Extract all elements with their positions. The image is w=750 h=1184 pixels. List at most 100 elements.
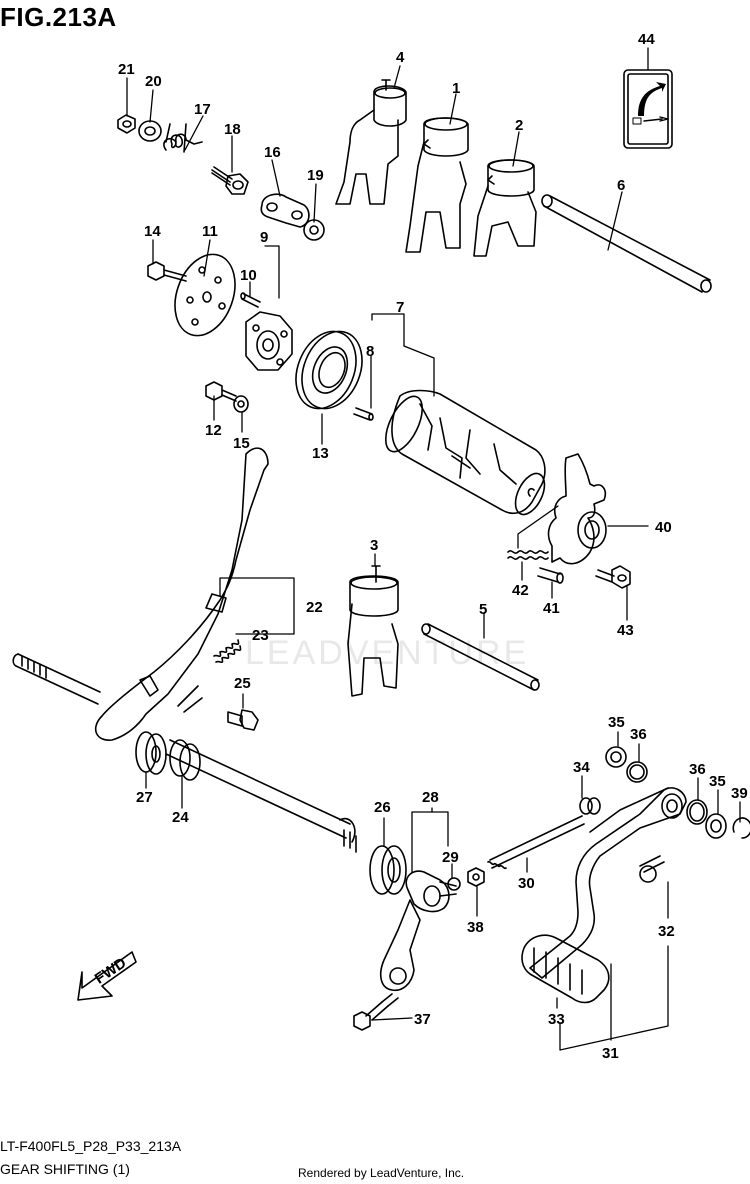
callout-8: 8 — [366, 343, 374, 360]
bearing-26 — [369, 845, 407, 895]
callout-35a: 35 — [608, 714, 625, 731]
cam-stopper-arm-40 — [547, 453, 607, 565]
callout-22: 22 — [306, 599, 323, 616]
bolt-32 — [639, 855, 665, 883]
callout-16: 16 — [264, 144, 281, 161]
callout-32: 32 — [658, 923, 675, 940]
spring-23 — [213, 639, 242, 664]
callout-18: 18 — [224, 121, 241, 138]
fwd-arrow-icon: FWD — [77, 951, 137, 1001]
callout-23: 23 — [252, 627, 269, 644]
callout-5: 5 — [479, 601, 487, 618]
bolt-18 — [211, 166, 249, 195]
shift-fork-3 — [347, 565, 399, 697]
spring-17 — [163, 123, 203, 153]
washer-15 — [233, 395, 249, 413]
callout-15: 15 — [233, 435, 250, 452]
leader-lines — [126, 47, 741, 1051]
washer-20 — [138, 120, 162, 142]
pin-8 — [353, 407, 374, 421]
pin-41 — [537, 567, 564, 584]
callout-4: 4 — [396, 49, 405, 66]
bolt-14 — [147, 261, 187, 282]
callout-31: 31 — [602, 1045, 619, 1062]
callout-9: 9 — [260, 229, 268, 246]
callout-11: 11 — [202, 223, 218, 240]
shift-rod-30 — [487, 815, 585, 870]
figure-name: GEAR SHIFTING (1) — [0, 1161, 130, 1177]
callout-6: 6 — [617, 177, 625, 194]
warning-label-44 — [623, 69, 673, 149]
shift-drum-7 — [384, 389, 546, 516]
callout-40: 40 — [655, 519, 672, 536]
callout-19: 19 — [307, 167, 324, 184]
callout-27: 27 — [136, 789, 153, 806]
callout-25: 25 — [234, 675, 251, 692]
callout-24: 24 — [172, 809, 189, 826]
plate-11 — [174, 253, 236, 337]
callout-38: 38 — [467, 919, 484, 936]
callout-42: 42 — [512, 582, 529, 599]
lever-link-28 — [379, 870, 457, 992]
callout-33: 33 — [548, 1011, 565, 1028]
callout-numbers: 21 20 17 18 16 19 4 1 2 6 44 14 11 9 10 … — [118, 31, 748, 1062]
joint-29 — [447, 877, 461, 891]
callout-13: 13 — [312, 445, 329, 462]
washer-35a — [605, 746, 627, 768]
callout-7: 7 — [396, 299, 404, 316]
shaft-6 — [541, 194, 712, 293]
callout-3: 3 — [370, 537, 378, 554]
spring-42 — [507, 550, 549, 560]
pin-10 — [240, 292, 261, 308]
watermark-text: LEADVENTURE — [245, 634, 529, 672]
callout-34: 34 — [573, 759, 590, 776]
circlip-39 — [732, 817, 750, 839]
callout-35b: 35 — [709, 773, 726, 790]
washer-36b — [686, 799, 708, 825]
washer-36a — [626, 761, 648, 783]
shift-shaft-24 — [12, 653, 357, 853]
shift-fork-4 — [335, 79, 407, 205]
bolt-25 — [227, 709, 259, 731]
collar-24 — [169, 739, 201, 781]
callout-2: 2 — [515, 117, 523, 134]
shift-fork-2 — [473, 159, 537, 257]
collar-34 — [579, 797, 601, 815]
callout-20: 20 — [145, 73, 162, 90]
bolt-43 — [595, 565, 631, 589]
callout-12: 12 — [205, 422, 222, 439]
callout-14: 14 — [144, 223, 161, 240]
callout-1: 1 — [452, 80, 460, 97]
footrest-rubber-33 — [521, 934, 610, 1004]
washer-19 — [303, 219, 325, 241]
shift-arm-22 — [94, 447, 269, 741]
callout-36b: 36 — [689, 761, 706, 778]
callout-43: 43 — [617, 622, 634, 639]
washer-35b — [705, 813, 727, 839]
bearing-13 — [295, 330, 363, 410]
callout-36a: 36 — [630, 726, 647, 743]
shift-fork-1 — [405, 117, 469, 253]
callout-10: 10 — [240, 267, 257, 284]
nut-21 — [117, 114, 136, 134]
bolt-12 — [205, 381, 237, 402]
callout-44: 44 — [638, 31, 655, 48]
render-credit: Rendered by LeadVenture, Inc. — [298, 1166, 465, 1180]
bolt-37 — [353, 993, 399, 1031]
callout-26: 26 — [374, 799, 391, 816]
cam-stopper-9 — [245, 311, 293, 371]
callout-30: 30 — [518, 875, 535, 892]
nut-38 — [467, 867, 485, 887]
callout-29: 29 — [442, 849, 459, 866]
callout-37: 37 — [414, 1011, 431, 1028]
callout-39: 39 — [731, 785, 748, 802]
callout-17: 17 — [194, 101, 211, 118]
shift-pedal-31 — [529, 787, 687, 979]
callout-21: 21 — [118, 61, 135, 78]
seal-27 — [135, 731, 167, 775]
callout-28: 28 — [422, 789, 439, 806]
callout-41: 41 — [543, 600, 560, 617]
arm-16 — [260, 193, 310, 228]
shaft-5 — [421, 623, 540, 691]
